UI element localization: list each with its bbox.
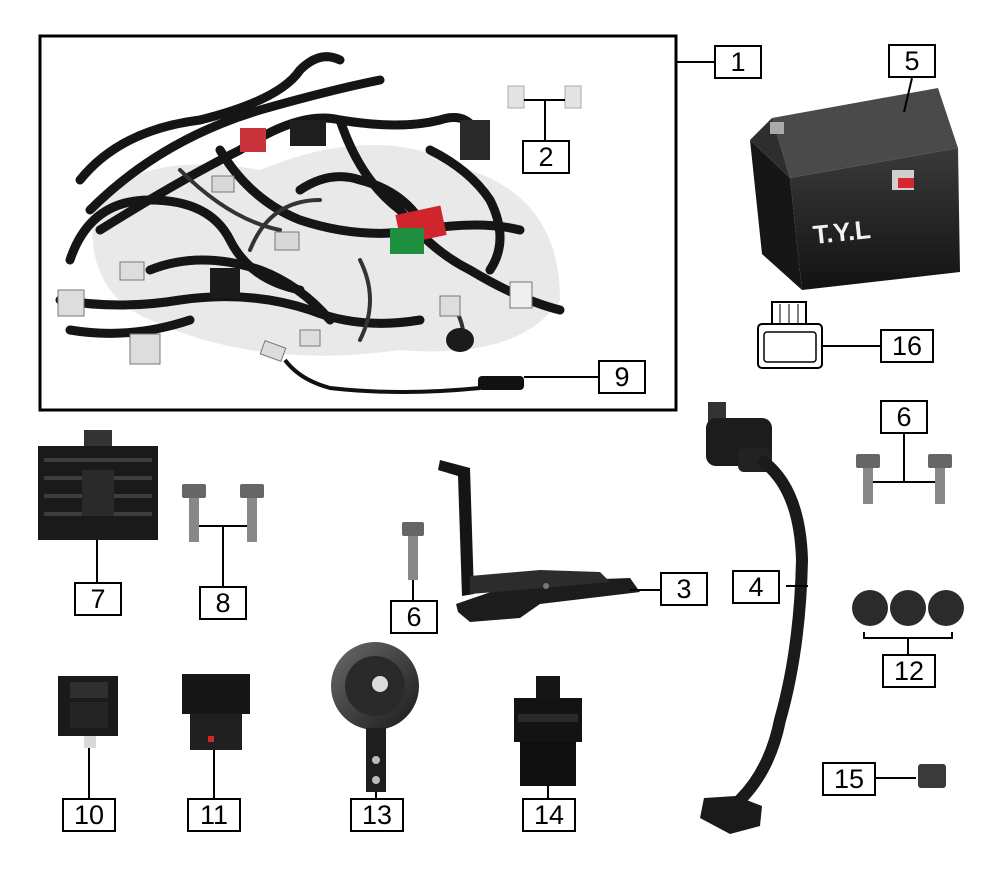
relay	[182, 674, 250, 798]
pressure-switch	[514, 676, 582, 798]
callout-6-middle: 6	[390, 600, 438, 634]
callout-7: 7	[74, 582, 122, 616]
horn	[331, 642, 419, 798]
sensor-lead	[259, 340, 598, 394]
ignition-coil	[700, 402, 809, 834]
callout-8: 8	[199, 586, 247, 620]
callout-5: 5	[888, 44, 936, 78]
relay-connector	[757, 301, 880, 369]
callout-16: 16	[880, 329, 934, 363]
battery-brand-label: T.Y.L	[811, 214, 872, 250]
callout-4: 4	[732, 570, 780, 604]
grommets	[852, 590, 964, 654]
mounting-bracket	[438, 460, 660, 622]
bolt-pair	[182, 484, 264, 586]
callout-10: 10	[62, 798, 116, 832]
bolt-single	[402, 522, 424, 600]
regulator-rectifier	[38, 430, 158, 582]
callout-9: 9	[598, 360, 646, 394]
callout-1: 1	[714, 45, 762, 79]
callout-14: 14	[522, 798, 576, 832]
fuse-pair	[507, 85, 582, 140]
battery: T.Y.L	[750, 77, 960, 290]
flasher-relay	[58, 676, 118, 798]
callout-2: 2	[522, 140, 570, 174]
callout-12: 12	[882, 654, 936, 688]
callout-3: 3	[660, 572, 708, 606]
callout-15: 15	[822, 762, 876, 796]
wiring-harness	[55, 52, 565, 365]
callout-6-right: 6	[880, 400, 928, 434]
callout-13: 13	[350, 798, 404, 832]
harness-frame	[38, 34, 678, 412]
small-part	[874, 764, 946, 788]
callout-11: 11	[187, 798, 241, 832]
bolt-pair-right	[856, 434, 952, 504]
